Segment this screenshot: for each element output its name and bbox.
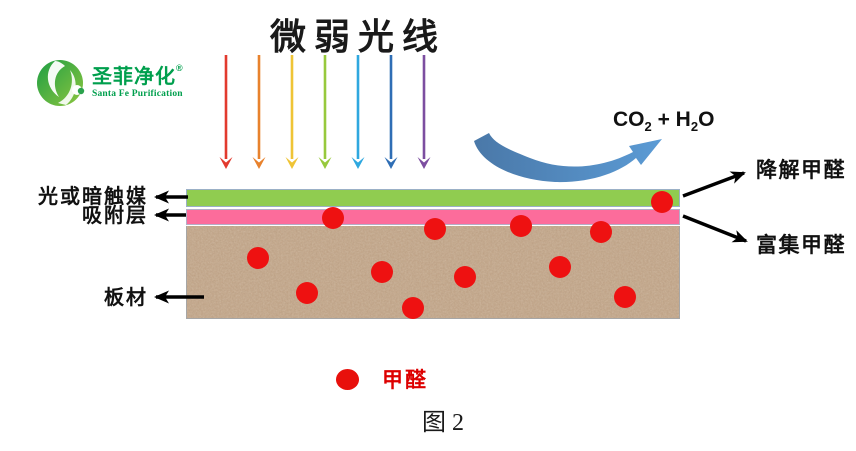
formaldehyde-dot [402,297,424,319]
legend: 甲醛 [336,364,428,394]
o-text: O [698,108,715,131]
light-rays [219,55,431,169]
h2o-subscript: 2 [690,119,699,135]
brand-name-cn: 圣菲净化® [92,62,184,88]
co-subscript: 2 [644,119,652,135]
figure-caption: 图 2 [422,410,464,436]
label-enrich-formaldehyde: 富集甲醛 [756,233,846,257]
brand-logo: 圣菲净化® Santa Fe Purification [36,58,184,108]
brand-leaf-icon [37,60,85,106]
formaldehyde-dot [549,256,571,278]
label-board: 板材 [104,287,148,309]
light-ray-arrowhead [219,157,233,169]
callout-arrow [682,171,746,198]
registered-trademark: ® [176,62,184,73]
formaldehyde-dot [296,282,318,304]
formaldehyde-dot [590,221,612,243]
brand-name-en: Santa Fe Purification [92,88,183,99]
brand-text: 圣菲净化® Santa Fe Purification [92,62,184,100]
label-adsorption: 吸附层 [82,205,148,227]
formaldehyde-dot [424,218,446,240]
formaldehyde-dot [371,261,393,283]
reaction-swoosh-arrow [474,133,662,183]
formaldehyde-dot [454,266,476,288]
formaldehyde-dot [510,215,532,237]
callout-arrow [682,214,748,243]
light-ray-arrowhead [252,157,266,169]
formaldehyde-dot [614,286,636,308]
legend-formaldehyde-label: 甲醛 [382,368,428,392]
reaction-product-label: CO2 + H2O [613,108,714,134]
light-ray-arrowhead [351,157,365,169]
light-ray-arrowhead [417,157,431,169]
plus-text: + [651,108,676,131]
formaldehyde-dot [247,247,269,269]
label-catalyst: 光或暗触媒 [38,186,148,208]
co-text: CO [613,108,645,131]
h-text: H [675,108,691,131]
diagram-title: 微弱光线 [269,17,447,57]
formaldehyde-dot [651,191,673,213]
label-degrade-formaldehyde: 降解甲醛 [756,158,846,182]
light-ray-arrowhead [384,157,398,169]
formaldehyde-dot [322,207,344,229]
catalyst-layer [186,189,680,207]
light-ray-arrowhead [285,157,299,169]
light-ray-arrowhead [318,157,332,169]
legend-formaldehyde-dot [336,368,359,390]
